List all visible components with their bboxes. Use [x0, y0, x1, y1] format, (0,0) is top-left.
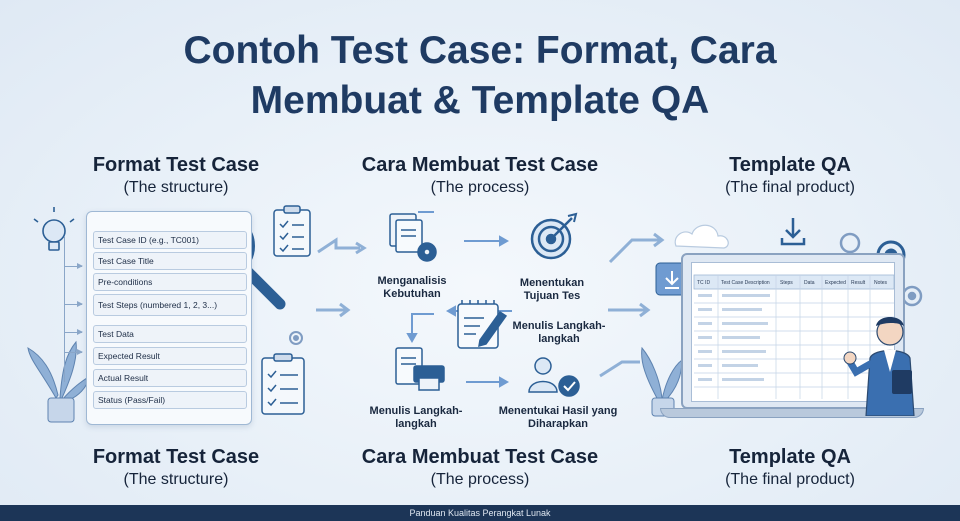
column-tc-id: TC ID: [697, 280, 711, 286]
process-heading-subtitle: (The process): [430, 179, 530, 196]
gear-icon: [839, 232, 861, 254]
thumbs-up-hand: [843, 351, 857, 365]
test-case-format-form: Test Case ID (e.g., TC001) Test Case Tit…: [86, 211, 252, 425]
arrow-head-icon: [445, 305, 456, 317]
format-heading-subtitle: (The structure): [123, 471, 229, 488]
field-test-case-title: Test Case Title: [93, 252, 247, 270]
person-folder: [892, 370, 912, 394]
format-heading-bottom: Format Test Case (The structure): [66, 446, 286, 490]
step-label-objective: Menentukan Tujuan Tes: [519, 277, 585, 302]
bracket-line: [64, 236, 78, 382]
column-result: Result: [851, 280, 866, 286]
arrow-icon: [64, 349, 83, 355]
format-heading-top: Format Test Case (The structure): [66, 154, 286, 198]
field-expected-result: Expected Result: [93, 347, 247, 365]
document-printer-icon: [395, 347, 445, 391]
step-label-write-steps: Menulis Langkah-langkah: [512, 320, 606, 345]
page-title: Contoh Test Case: Format, Cara Membuat &…: [0, 26, 960, 126]
qa-person-illustration: [843, 317, 915, 416]
spreadsheet-grid: [693, 274, 895, 399]
process-heading-subtitle: (The process): [430, 471, 530, 488]
column-steps: Steps: [780, 280, 793, 286]
arrow-head-icon: [406, 333, 418, 344]
arrow-head-icon: [499, 376, 510, 388]
clipboard-icon: [273, 205, 311, 257]
format-heading-subtitle: (The structure): [123, 179, 229, 196]
arrow-head-icon: [499, 235, 510, 247]
field-pre-conditions: Pre-conditions: [93, 273, 247, 291]
person-check-icon: [528, 357, 580, 397]
document-gear-icon: [389, 213, 437, 262]
arrow-icon: [64, 263, 83, 269]
format-heading-title: Format Test Case: [92, 154, 260, 176]
template-heading-bottom: Template QA (The final product): [690, 446, 890, 490]
person-hair: [876, 317, 904, 326]
checklist-clipboard-icon: [261, 353, 305, 415]
plant-icon: [641, 346, 683, 417]
column-data: Data: [804, 280, 815, 286]
step-label-write-steps-2: Menulis Langkah-langkah: [369, 405, 463, 430]
field-status: Status (Pass/Fail): [93, 391, 247, 409]
field-test-data: Test Data: [93, 325, 247, 343]
download-button-icon: [655, 262, 689, 296]
template-heading-subtitle: (The final product): [725, 471, 855, 488]
process-heading-top: Cara Membuat Test Case (The process): [340, 154, 620, 198]
process-heading-title: Cara Membuat Test Case: [361, 446, 599, 468]
template-heading-subtitle: (The final product): [725, 179, 855, 196]
arrow-right-icon: [599, 360, 640, 378]
template-heading-title: Template QA: [729, 446, 851, 468]
gear-icon: [901, 285, 923, 307]
template-heading-top: Template QA (The final product): [690, 154, 890, 198]
step-label-expected-result: Menentukai Hasil yang Diharapkan: [498, 405, 618, 430]
person-shirt: [884, 350, 896, 372]
field-actual-result: Actual Result: [93, 369, 247, 387]
column-notes: Notes: [874, 280, 888, 286]
process-heading-bottom: Cara Membuat Test Case (The process): [340, 446, 620, 490]
gear-icon: [289, 331, 303, 345]
notepad-pencil-icon: [457, 300, 508, 349]
lightbulb-icon: [33, 207, 75, 251]
title-line-1: Contoh Test Case: Format, Cara: [183, 29, 777, 72]
cloud-icon: [674, 224, 729, 249]
title-line-2: Membuat & Template QA: [250, 79, 710, 122]
field-test-case-id: Test Case ID (e.g., TC001): [93, 231, 247, 249]
download-icon: [780, 218, 806, 246]
template-header-row: TC ID Test Case Description Steps Data E…: [694, 277, 894, 289]
footer-bar: Panduan Kualitas Perangkat Lunak: [0, 505, 960, 521]
laptop-screen: [691, 262, 895, 402]
arrow-icon: [64, 329, 83, 335]
arrow-right-icon: [608, 238, 660, 264]
footer-text: Panduan Kualitas Perangkat Lunak: [409, 508, 551, 518]
column-expected: Expected: [825, 280, 846, 286]
template-heading-title: Template QA: [729, 154, 851, 176]
arrow-icon: [64, 301, 83, 307]
field-test-steps: Test Steps (numbered 1, 2, 3...): [93, 294, 247, 316]
step-label-analyze: Menganalisis Kebutuhan: [377, 275, 447, 300]
arrow-right-icon: [317, 237, 360, 254]
format-heading-title: Format Test Case: [92, 446, 260, 468]
process-heading-title: Cara Membuat Test Case: [361, 154, 599, 176]
target-icon: [530, 212, 578, 260]
column-description: Test Case Description: [721, 280, 770, 286]
